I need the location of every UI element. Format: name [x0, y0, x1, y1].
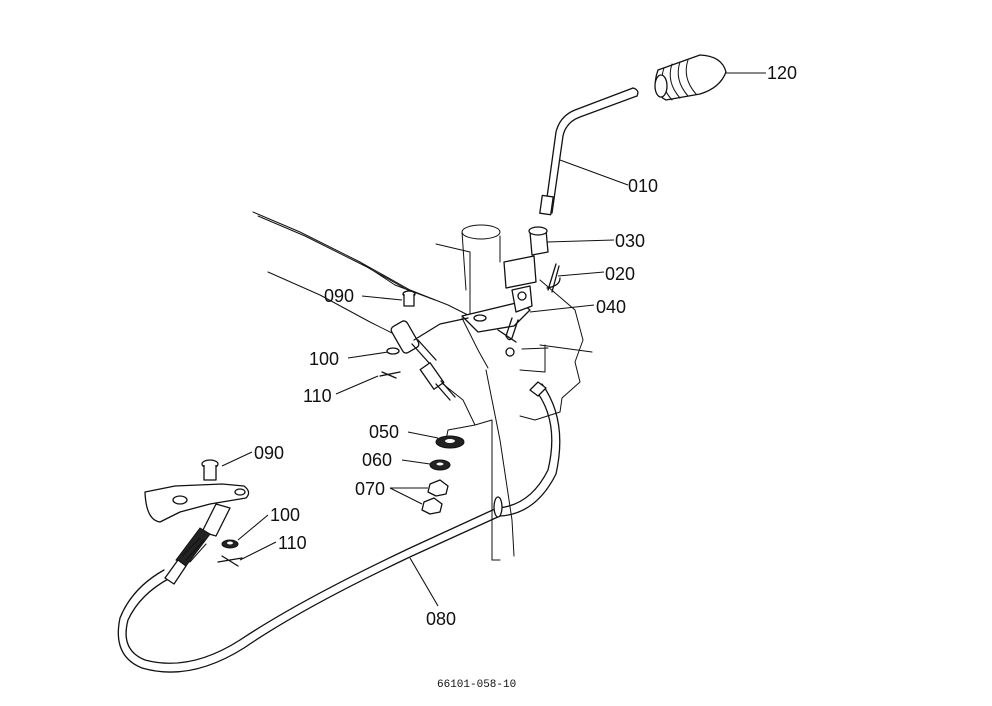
callout-020: 020	[605, 264, 635, 284]
lever-knob	[654, 54, 727, 101]
shift-cable	[117, 381, 561, 673]
drawing-number: 66101-058-10	[437, 679, 516, 691]
washer-060	[429, 459, 451, 471]
callout-100-upper: 100	[309, 349, 339, 369]
lever-bracket	[461, 285, 533, 357]
callout-060: 060	[362, 450, 392, 470]
lower-cable-end	[164, 503, 231, 585]
upper-pin	[402, 290, 416, 307]
lower-lever-arm	[144, 483, 250, 523]
callout-labels: 120 010 030 020 040 090 100 110 050 060 …	[254, 63, 797, 691]
callout-030: 030	[615, 231, 645, 251]
bushing	[503, 226, 549, 289]
callout-070: 070	[355, 479, 385, 499]
callout-110-lower: 110	[278, 533, 307, 553]
callout-010: 010	[628, 176, 658, 196]
nut-070a	[427, 479, 449, 497]
lower-clip	[217, 555, 243, 567]
callout-090-upper: 090	[324, 286, 354, 306]
lower-pin	[201, 459, 219, 481]
callout-040: 040	[596, 297, 626, 317]
upper-clip	[379, 371, 401, 379]
leader-lines	[221, 72, 766, 607]
callout-120: 120	[767, 63, 797, 83]
nut-070b	[421, 497, 443, 515]
callout-100-lower: 100	[270, 505, 300, 525]
lower-washer	[221, 539, 239, 549]
upper-washer	[386, 347, 400, 355]
callout-110-upper: 110	[303, 386, 332, 406]
callout-090-lower: 090	[254, 443, 284, 463]
callout-050: 050	[369, 422, 399, 442]
shift-lever-rod	[539, 87, 639, 216]
upper-cable-end	[390, 317, 469, 401]
frame-outline	[252, 211, 593, 561]
washer-050	[435, 435, 465, 449]
callout-080: 080	[426, 609, 456, 629]
snap-pin	[546, 263, 561, 293]
